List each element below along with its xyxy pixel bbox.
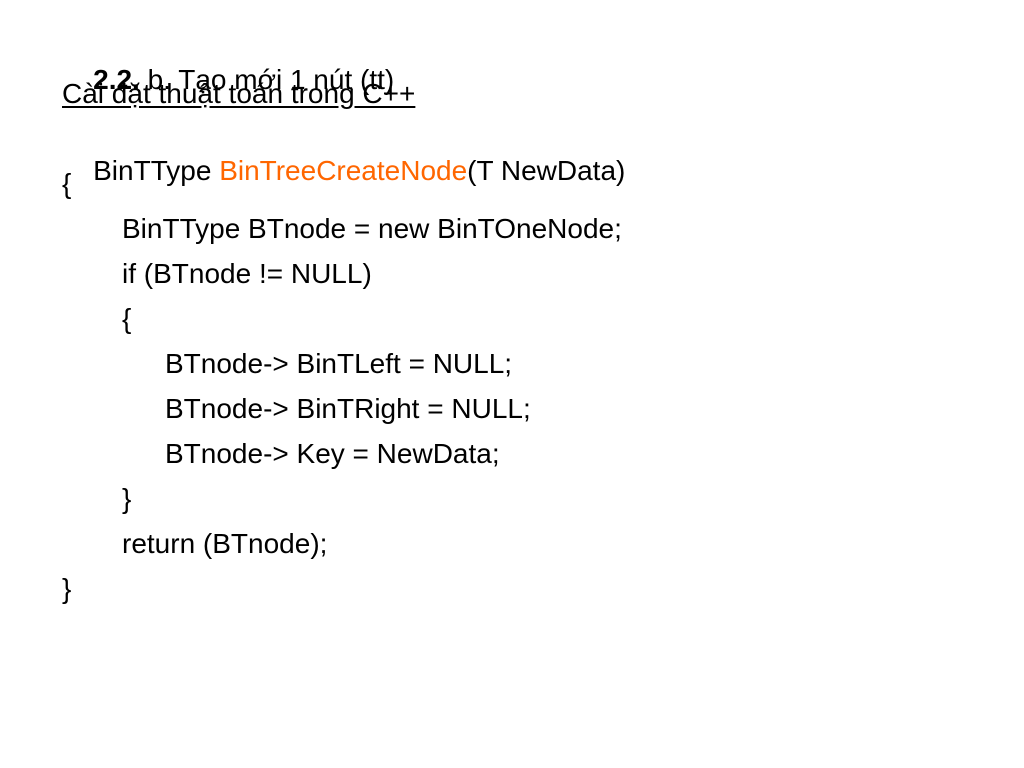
heading-text: b. Tạo mới 1 nút (tt) — [139, 64, 395, 95]
code-close-brace: } — [62, 573, 72, 604]
slide-subheading: Cài đặt thuật toán trong C++ — [62, 78, 416, 109]
code-return-line: return (BTnode); — [122, 528, 328, 559]
function-signature: BinTType BinTreeCreateNode(T NewData) — [62, 123, 625, 219]
slide-heading: 2.2. b. Tạo mới 1 nút (tt) — [62, 32, 394, 128]
code-if-line: if (BTnode != NULL) — [122, 258, 372, 289]
code-open-brace: { — [62, 168, 72, 199]
code-key-line: BTnode-> Key = NewData; — [165, 438, 500, 469]
function-params: (T NewData) — [467, 155, 626, 186]
code-left-line: BTnode-> BinTLeft = NULL; — [165, 348, 513, 379]
code-right-line: BTnode-> BinTRight = NULL; — [165, 393, 531, 424]
return-type: BinTType — [93, 155, 220, 186]
code-inner-open-brace: { — [122, 303, 132, 334]
function-name: BinTreeCreateNode — [219, 155, 468, 186]
code-inner-close-brace: } — [122, 483, 132, 514]
heading-number: 2.2. — [93, 64, 140, 95]
code-declare-line: BinTType BTnode = new BinTOneNode; — [122, 213, 622, 244]
